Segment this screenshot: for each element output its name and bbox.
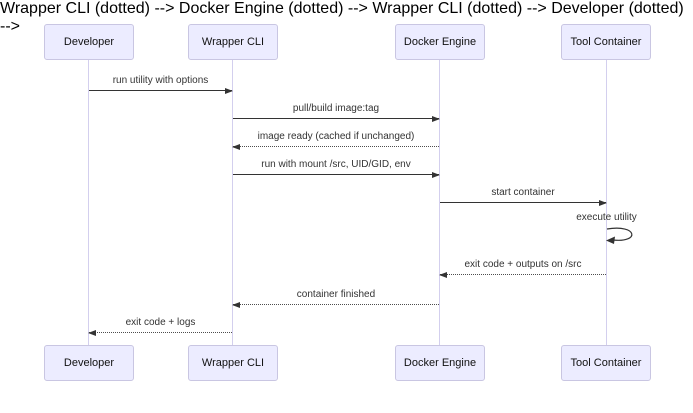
actor-docker-engine-top: Docker Engine xyxy=(395,24,485,60)
lifeline-wrapper-cli xyxy=(232,60,233,345)
arrowhead-left-icon xyxy=(88,329,96,336)
message-image-ready: image ready (cached if unchanged) xyxy=(232,131,440,151)
message-pull-build-image-tag: pull/build image:tag xyxy=(232,103,440,123)
actor-label: Developer xyxy=(63,36,115,48)
message-line-dotted xyxy=(233,304,439,305)
arrowhead-right-icon xyxy=(432,171,440,178)
message-run-utility-with-options: run utility with options xyxy=(88,75,233,95)
actor-label: Docker Engine xyxy=(403,36,477,48)
message-label: pull/build image:tag xyxy=(292,103,380,114)
message-label: exit code + outputs on /src xyxy=(464,259,582,270)
message-line-solid xyxy=(233,118,439,119)
message-execute-utility-selfloop: execute utility xyxy=(566,212,647,248)
message-line-solid xyxy=(440,202,606,203)
message-label: container finished xyxy=(296,289,376,300)
message-label: exit code + logs xyxy=(125,317,196,328)
lifeline-docker-engine xyxy=(439,60,440,345)
message-start-container: start container xyxy=(439,187,607,207)
actor-tool-container-bottom: Tool Container xyxy=(561,345,651,381)
message-label: execute utility xyxy=(576,212,637,223)
actor-label: Tool Container xyxy=(570,357,642,369)
message-exit-code-logs: exit code + logs xyxy=(88,317,233,337)
message-line-solid xyxy=(233,174,439,175)
message-line-dotted xyxy=(89,332,232,333)
actor-tool-container-top: Tool Container xyxy=(561,24,651,60)
message-run-with-mount: run with mount /src, UID/GID, env xyxy=(232,159,440,179)
actor-wrapper-cli-top: Wrapper CLI xyxy=(188,24,278,60)
arrowhead-right-icon xyxy=(599,199,607,206)
arrowhead-right-icon xyxy=(432,115,440,122)
message-container-finished: container finished xyxy=(232,289,440,309)
message-label: image ready (cached if unchanged) xyxy=(257,131,415,142)
message-line-solid xyxy=(89,90,232,91)
message-line-dotted xyxy=(440,274,606,275)
actor-developer-bottom: Developer xyxy=(44,345,134,381)
message-label: start container xyxy=(491,187,555,198)
self-loop-arrow-icon xyxy=(606,227,633,244)
arrowhead-left-icon xyxy=(439,271,447,278)
message-label: run utility with options xyxy=(112,75,209,86)
message-exit-code-outputs: exit code + outputs on /src xyxy=(439,259,607,279)
actor-developer-top: Developer xyxy=(44,24,134,60)
actor-label: Wrapper CLI xyxy=(201,36,265,48)
arrowhead-left-icon xyxy=(232,301,240,308)
arrowhead-right-icon xyxy=(225,87,233,94)
actor-label: Tool Container xyxy=(570,36,642,48)
actor-label: Developer xyxy=(63,357,115,369)
message-line-dotted xyxy=(233,146,439,147)
arrowhead-left-icon xyxy=(232,143,240,150)
message-label: run with mount /src, UID/GID, env xyxy=(261,159,411,170)
lifeline-developer xyxy=(88,60,89,345)
actor-label: Docker Engine xyxy=(403,357,477,369)
actor-wrapper-cli-bottom: Wrapper CLI xyxy=(188,345,278,381)
actor-label: Wrapper CLI xyxy=(201,357,265,369)
actor-docker-engine-bottom: Docker Engine xyxy=(395,345,485,381)
